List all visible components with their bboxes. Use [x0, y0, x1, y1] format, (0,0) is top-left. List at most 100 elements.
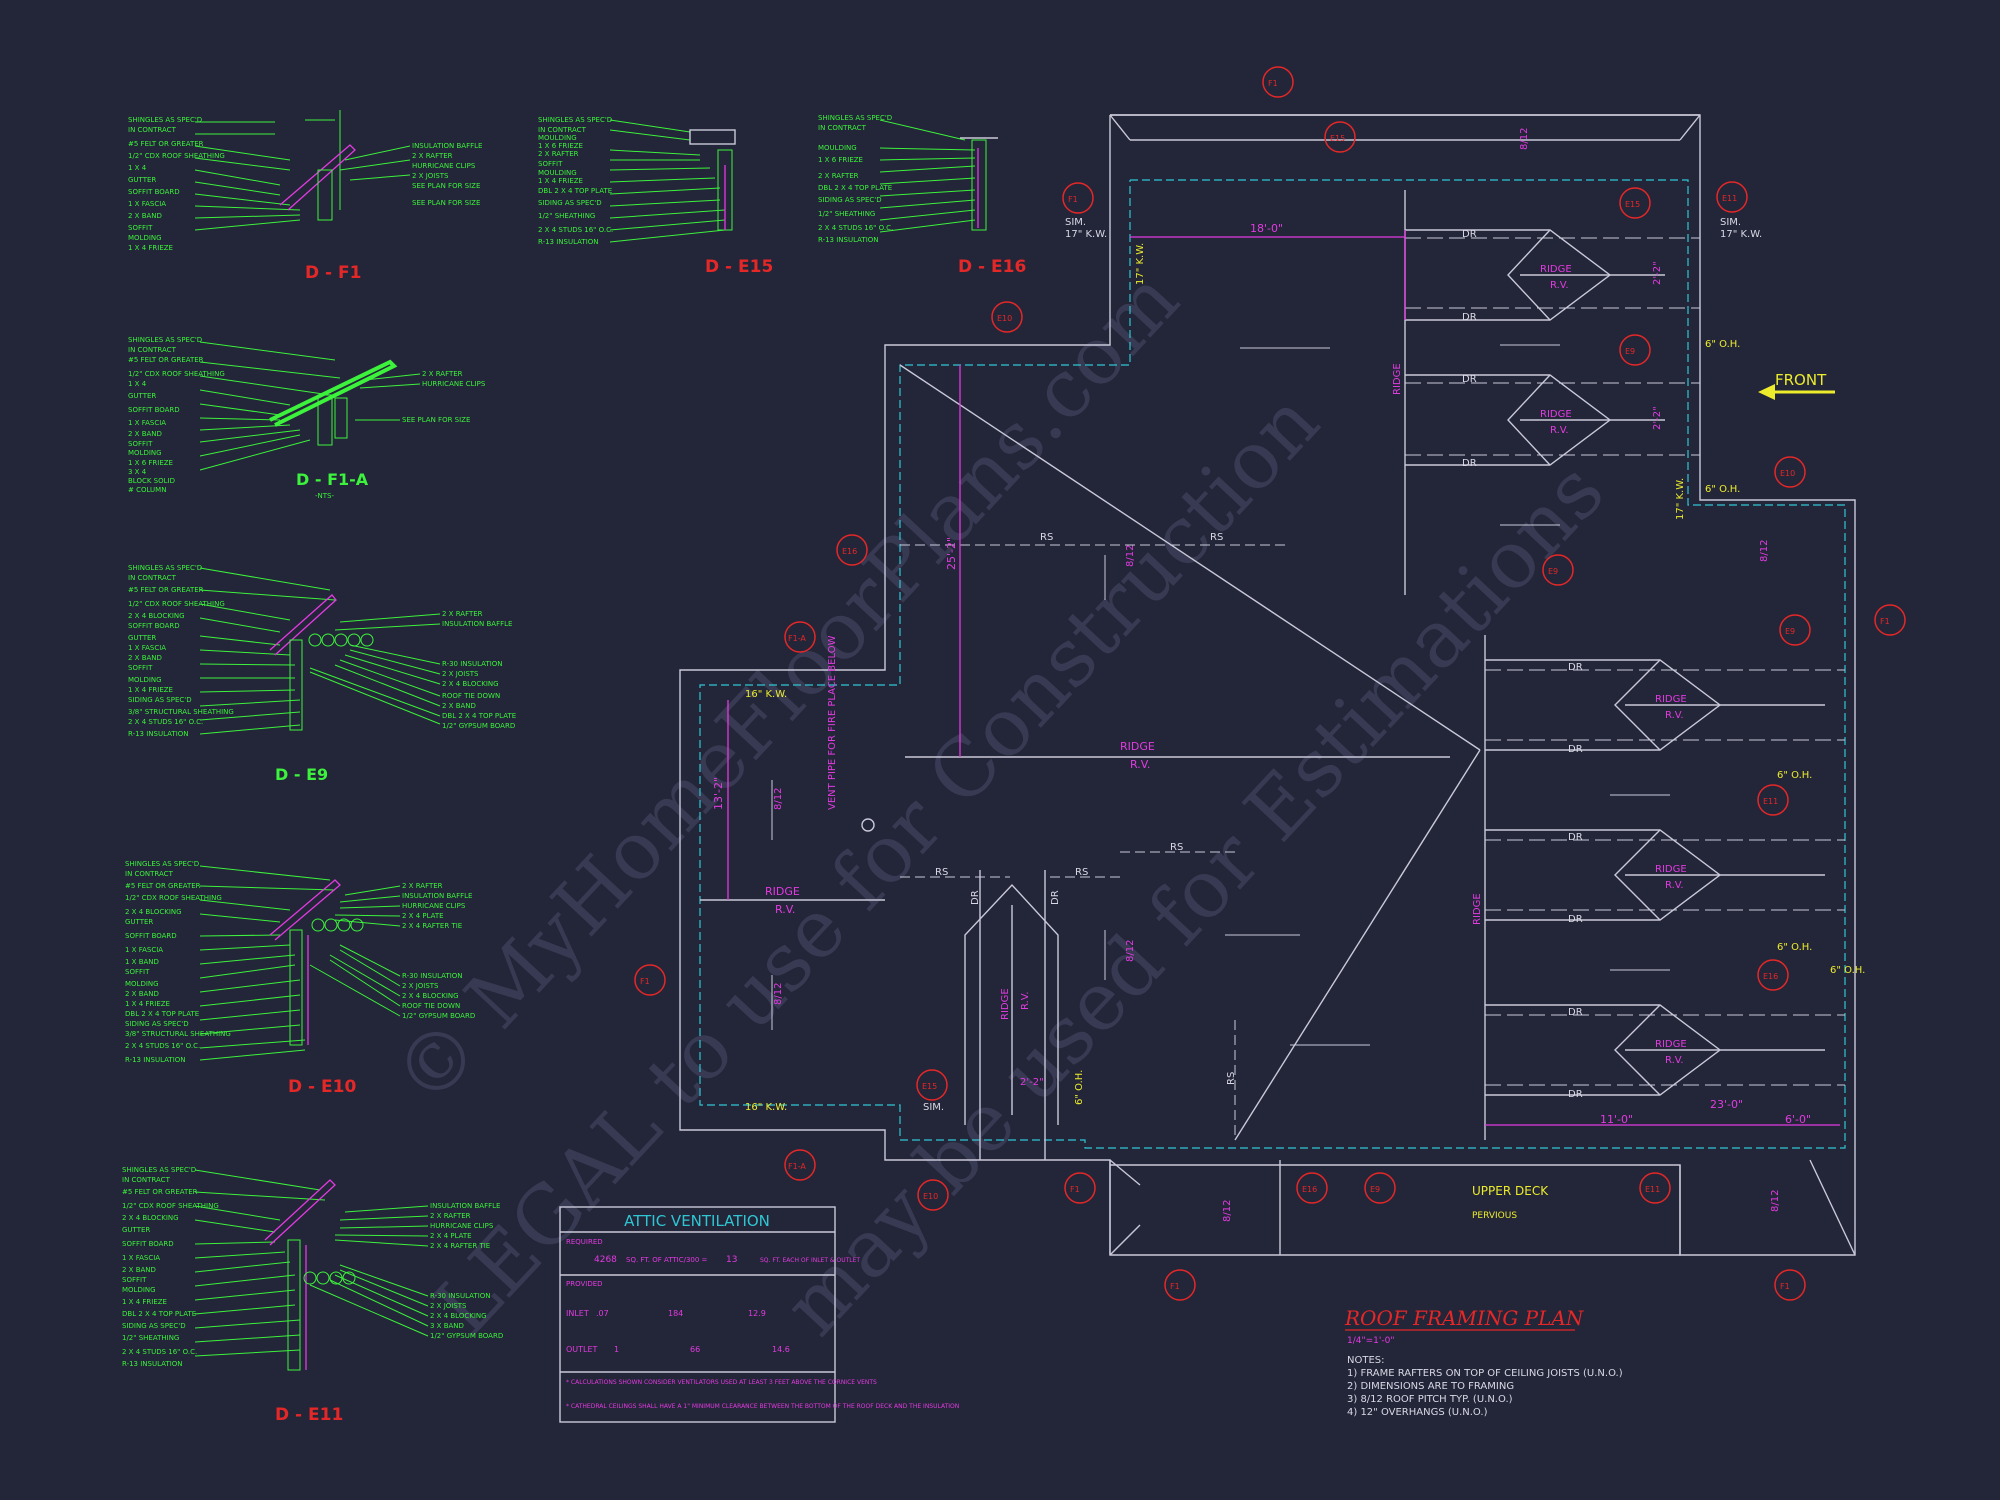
d-f1a-label-1: IN CONTRACT [128, 346, 177, 354]
kw-label-4: 17" K.W. [1675, 478, 1686, 520]
callout-text-23: F1 [1780, 1282, 1790, 1291]
d-e9-right-5: ROOF TIE DOWN [442, 692, 500, 700]
callout-f1-far-right: F1 [1874, 604, 1906, 636]
callout-e9-bottom: E9 [1364, 1172, 1396, 1204]
d-f1a-label-13: BLOCK SOLID [128, 477, 175, 485]
oh-label-4: 6" O.H. [1777, 942, 1812, 953]
d-f1-label-10: MOLDING [128, 234, 162, 242]
dr-7: DR [1568, 832, 1583, 843]
d-e15-label-7: 1 X 4 FRIEZE [538, 177, 583, 185]
rv-label-l3: R.V. [1665, 1055, 1684, 1066]
d-e11-right-9: 1/2" GYPSUM BOARD [430, 1332, 503, 1340]
d-e10-right-3: 2 X 4 PLATE [402, 912, 444, 920]
dr-labels: DR DR DR DR DR DR DR DR DR DR DR DR [970, 229, 1583, 1100]
notes-heading: NOTES: [1347, 1355, 1385, 1366]
dim-23ft: 23'-0" [1710, 1098, 1743, 1111]
dr-8: DR [1568, 914, 1583, 925]
callout-f1-left: F1 [1062, 182, 1094, 214]
attic-outlet-label: OUTLET [566, 1345, 598, 1354]
d-e10-label-13: DBL 2 X 4 TOP PLATE [125, 1010, 199, 1018]
callout-f1-bottom: F1 [1064, 1172, 1096, 1204]
dim-13ft: 13'-2" [712, 777, 725, 810]
attic-required-unit: SQ. FT. EACH OF INLET & OUTLET [760, 1257, 860, 1264]
dim-2ft-c: 2'-2" [1652, 406, 1663, 430]
plan-title-block: ROOF FRAMING PLAN 1/4"=1'-0" NOTES: 1) F… [1344, 1306, 1623, 1418]
ridge-label-vert-1: RIDGE [1392, 363, 1403, 395]
d-e9-label-8: 2 X BAND [128, 654, 162, 662]
ridge-label-dormer: RIDGE [1000, 988, 1011, 1020]
d-e9-label-14: 2 X 4 STUDS 16" O.C. [128, 718, 203, 726]
attic-outlet-length: 66 [690, 1345, 700, 1354]
d-e11-label-12: DBL 2 X 4 TOP PLATE [122, 1310, 196, 1318]
rv-label-u2: R.V. [1550, 425, 1569, 436]
d-e10-label-15: 3/8" STRUCTURAL SHEATHING [125, 1030, 231, 1038]
d-e10-label-17: R-13 INSULATION [125, 1056, 186, 1064]
d-f1-label-0: SHINGLES AS SPEC'D [128, 116, 202, 124]
plan-wall-line [699, 179, 1846, 1149]
callout-text-6: E9 [1625, 347, 1635, 356]
ridge-label-left: RIDGE [765, 885, 800, 898]
ridge-label-vert-2: RIDGE [1472, 893, 1483, 925]
kw-label-5: 17" K.W. [1065, 229, 1107, 240]
d-e9-label-7: 1 X FASCIA [128, 644, 166, 652]
d-f1a-label-10: MOLDING [128, 449, 162, 457]
d-e16-label-2: MOULDING [818, 144, 857, 152]
oh-label-1: 6" O.H. [1705, 339, 1740, 350]
d-e10-right-1: INSULATION BAFFLE [402, 892, 472, 900]
ridge-labels: RIDGE R.V. RIDGE R.V. RIDGE R.V. RIDGE R… [765, 264, 1687, 1066]
callout-text-13: E11 [1763, 797, 1778, 806]
d-f1-right-5: SEE PLAN FOR SIZE [412, 199, 480, 207]
d-e10-label-4: 2 X 4 BLOCKING [125, 908, 182, 916]
d-e11-label-6: SOFFIT BOARD [122, 1240, 174, 1248]
d-f1a-label-7: 1 X FASCIA [128, 419, 166, 427]
dr-2: DR [1462, 312, 1477, 323]
d-e10-right-8: ROOF TIE DOWN [402, 1002, 460, 1010]
d-e10-title: D - E10 [288, 1077, 356, 1097]
callout-text-3: F1 [1068, 195, 1078, 204]
d-e10-label-5: GUTTER [125, 918, 153, 926]
d-f1-label-5: GUTTER [128, 176, 156, 184]
callout-text-10: F1-A [788, 634, 806, 643]
d-e9-label-5: SOFFIT BOARD [128, 622, 180, 630]
d-f1a-label-4: 1 X 4 [128, 380, 147, 388]
attic-title: ATTIC VENTILATION [624, 1212, 770, 1230]
rv-label-main: R.V. [1130, 758, 1150, 771]
d-e15-label-8: DBL 2 X 4 TOP PLATE [538, 187, 612, 195]
d-e10-label-10: MOLDING [125, 980, 159, 988]
dim-2ft-a: 2'-2" [1020, 1077, 1044, 1088]
d-e10-label-0: SHINGLES AS SPEC'D [125, 860, 199, 868]
callout-text-11: E9 [1785, 627, 1795, 636]
attic-inlet-length: 184 [668, 1309, 683, 1318]
callout-text-12: F1 [1880, 617, 1890, 626]
d-e16-label-6: SIDING AS SPEC'D [818, 196, 882, 204]
ridge-label-l1: RIDGE [1655, 694, 1687, 705]
d-f1a-subtitle: -NTS- [315, 492, 334, 500]
d-f1-label-6: SOFFIT BOARD [128, 188, 180, 196]
oh-label-5: 6" O.H. [1830, 965, 1865, 976]
d-e9-label-13: 3/8" STRUCTURAL SHEATHING [128, 708, 234, 716]
rv-label-left: R.V. [775, 903, 795, 916]
attic-required-result: 13 [726, 1255, 737, 1265]
d-e11-label-14: 1/2" SHEATHING [122, 1334, 179, 1342]
attic-outlet-result: 14.6 [772, 1345, 790, 1354]
pitch-5: 8/12 [1222, 1200, 1233, 1222]
detail-d-f1: SHINGLES AS SPEC'D IN CONTRACT #5 FELT O… [128, 110, 482, 283]
callout-text-7: E10 [1780, 469, 1795, 478]
callout-e9-right: E9 [1779, 614, 1811, 646]
d-e15-label-1: IN CONTRACT [538, 126, 587, 134]
d-f1a-right-2: SEE PLAN FOR SIZE [402, 416, 470, 424]
d-f1a-right-0: 2 X RAFTER [422, 370, 463, 378]
rs-1: RS [1040, 532, 1053, 543]
upper-deck-sub: PERVIOUS [1472, 1211, 1517, 1221]
detail-d-e16: SHINGLES AS SPEC'D IN CONTRACT MOULDING … [818, 114, 1026, 277]
callout-e16-left: E16 [836, 534, 868, 566]
d-e10-right-5: R-30 INSULATION [402, 972, 463, 980]
attic-ventilation-table: ATTIC VENTILATION REQUIRED 4268 SQ. FT. … [559, 1206, 959, 1423]
d-e10-right-6: 2 X JOISTS [402, 982, 439, 990]
d-e11-label-7: 1 X FASCIA [122, 1254, 160, 1262]
d-e9-label-3: 1/2" CDX ROOF SHEATHING [128, 600, 225, 608]
callout-e9-center: E9 [1542, 554, 1574, 586]
d-e10-label-6: SOFFIT BOARD [125, 932, 177, 940]
d-e16-label-5: DBL 2 X 4 TOP PLATE [818, 184, 892, 192]
kw-label-6: 17" K.W. [1720, 229, 1762, 240]
